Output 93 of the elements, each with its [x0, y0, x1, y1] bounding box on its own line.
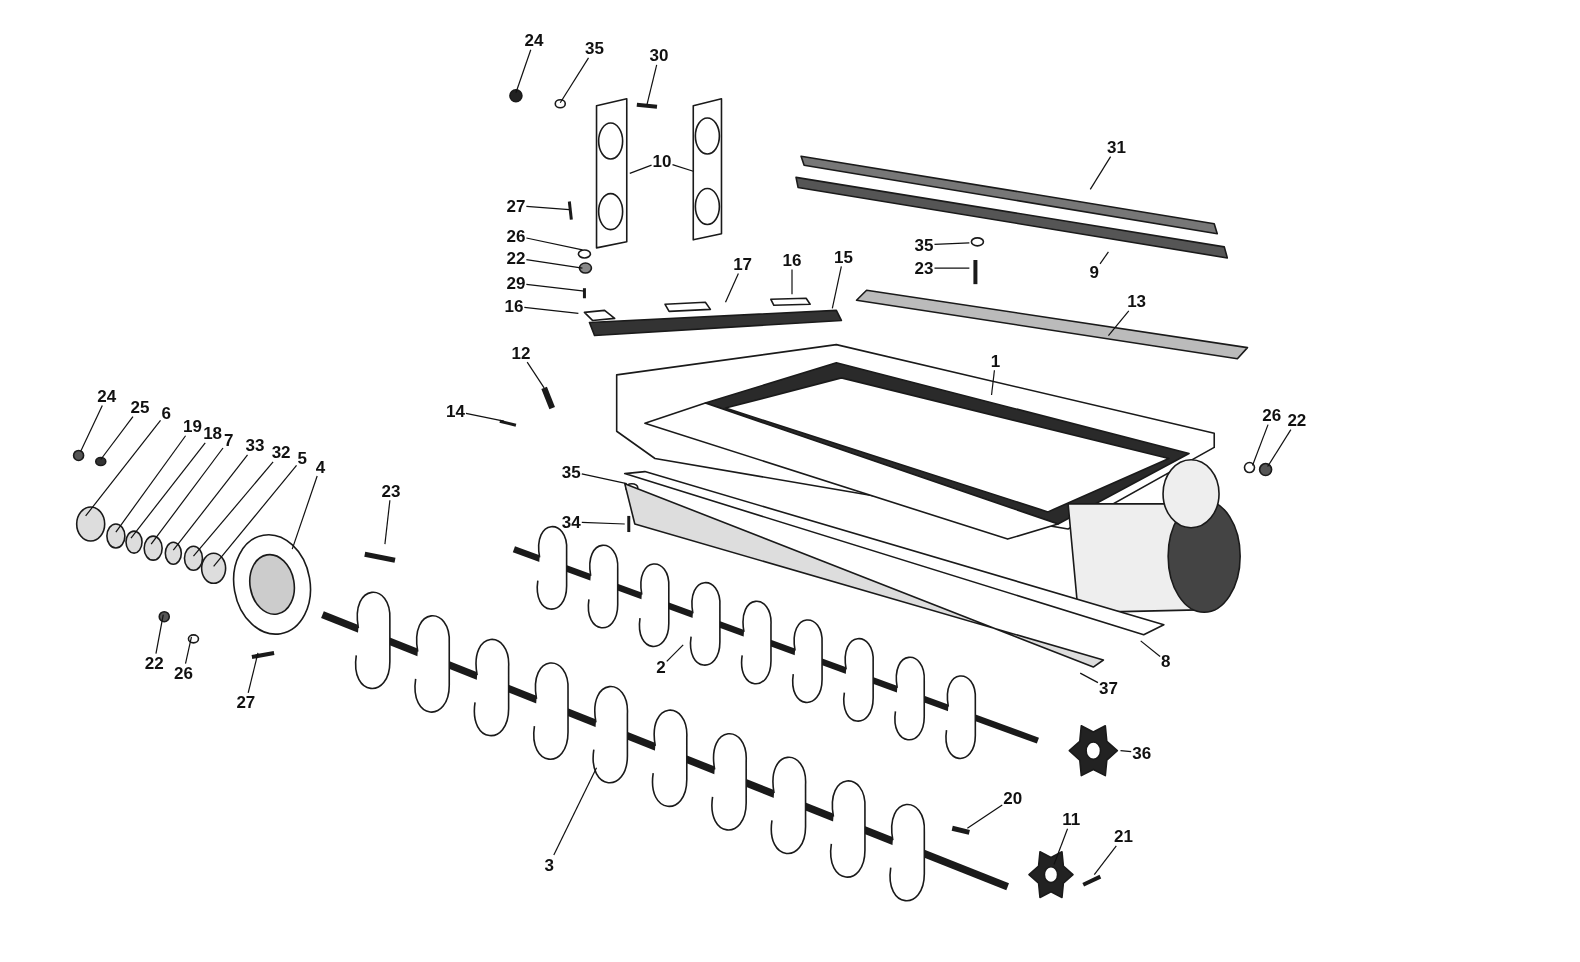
callout-number: 35 — [560, 462, 582, 482]
callout-number: 35 — [584, 38, 605, 58]
leader-line — [671, 164, 694, 172]
leader-line — [115, 435, 187, 533]
callout-number: 26 — [1261, 405, 1283, 425]
callout-number: 22 — [505, 248, 527, 268]
leader-line — [523, 306, 579, 314]
leader-line — [966, 804, 1003, 829]
leader-line — [646, 64, 658, 106]
callout-number: 29 — [505, 273, 527, 293]
callout-number: 20 — [1002, 788, 1024, 808]
leader-line — [1107, 310, 1130, 337]
callout-number: 17 — [732, 254, 754, 274]
leader-line — [1079, 672, 1099, 684]
leader-line — [724, 272, 739, 303]
callout-number: 11 — [1061, 809, 1082, 829]
callout-number: 33 — [244, 435, 266, 455]
callout-number: 10 — [651, 151, 673, 171]
callout-number: 23 — [913, 258, 935, 278]
callout-number: 14 — [445, 401, 466, 421]
leader-line — [85, 419, 162, 517]
leader-line — [465, 412, 505, 422]
callout-number: 13 — [1126, 291, 1148, 311]
leader-line — [559, 57, 590, 104]
leader-line — [525, 283, 586, 292]
leader-line — [213, 464, 298, 567]
callout-number: 21 — [1113, 826, 1134, 846]
leader-line — [1140, 640, 1161, 658]
leader-line — [525, 237, 583, 251]
leader-line — [100, 415, 134, 461]
leader-line — [172, 454, 249, 551]
callout-number: 24 — [523, 30, 545, 50]
callout-number: 34 — [560, 512, 582, 532]
callout-number: 26 — [172, 663, 194, 683]
leader-line — [933, 267, 970, 269]
callout-number: 8 — [1160, 651, 1172, 671]
callout-number: 27 — [235, 692, 257, 712]
leader-line — [192, 461, 274, 557]
callout-number: 12 — [510, 343, 532, 363]
callout-number: 32 — [270, 442, 292, 462]
leader-line — [1251, 424, 1269, 467]
callout-number: 22 — [143, 653, 165, 673]
callout-number: 18 — [202, 423, 224, 443]
leader-line — [553, 767, 598, 856]
leader-line — [1093, 845, 1117, 876]
callout-number: 30 — [648, 45, 670, 65]
leader-line — [1089, 156, 1112, 191]
leader-line — [155, 614, 164, 655]
callout-number: 16 — [781, 250, 803, 270]
callout-number: 2 — [655, 657, 667, 677]
leader-line — [526, 361, 545, 389]
leader-line — [581, 473, 628, 485]
leader-line — [184, 636, 193, 665]
leader-line — [515, 49, 532, 94]
callout-number: 37 — [1097, 678, 1119, 698]
leader-line — [1267, 429, 1292, 468]
leader-line — [1053, 828, 1069, 866]
callout-number: 6 — [160, 403, 172, 423]
callout-number: 31 — [1106, 137, 1127, 157]
callout-number: 16 — [503, 296, 525, 316]
callout-number: 35 — [913, 235, 935, 255]
callout-number: 36 — [1131, 743, 1153, 763]
leader-line — [831, 265, 842, 309]
leader-line — [629, 164, 653, 174]
leader-line — [247, 652, 259, 694]
callout-number: 1 — [989, 351, 1002, 371]
callout-number: 4 — [314, 457, 327, 477]
leader-line — [1119, 750, 1132, 753]
leader-line — [525, 258, 583, 269]
leader-line — [525, 205, 570, 211]
callout-number: 22 — [1286, 410, 1308, 430]
callout-number: 9 — [1088, 262, 1101, 282]
callout-number: 7 — [223, 430, 235, 450]
leader-line — [80, 404, 103, 453]
callout-number: 24 — [96, 386, 118, 406]
callout-number: 23 — [380, 481, 402, 501]
callout-number: 3 — [543, 855, 555, 875]
leader-line — [384, 499, 391, 545]
callout-number: 19 — [182, 416, 203, 436]
leader-line — [291, 475, 318, 550]
leader-line — [791, 268, 793, 295]
callout-number: 25 — [129, 397, 151, 417]
leader-line — [130, 442, 206, 539]
callout-number: 27 — [505, 196, 527, 216]
leader-line — [666, 644, 684, 662]
leader-line — [150, 447, 224, 545]
leader-line — [933, 242, 970, 245]
leader-line — [581, 521, 626, 525]
leader-line — [1099, 251, 1109, 265]
callout-number: 15 — [832, 247, 854, 267]
callout-number: 5 — [296, 448, 308, 468]
leader-line — [990, 369, 996, 396]
callout-number: 26 — [505, 226, 527, 246]
